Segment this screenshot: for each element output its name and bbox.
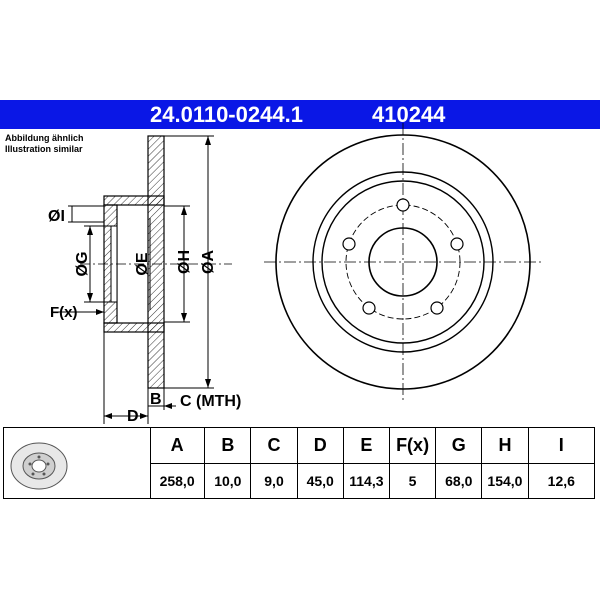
disc-front-view (264, 123, 542, 401)
bolt-hole-2 (450, 237, 464, 251)
label-b: B (150, 391, 162, 408)
bolt-hole-3 (430, 301, 444, 315)
note-line-de: Abbildung ähnlich (5, 133, 84, 143)
label-dia-e: ØE (134, 252, 151, 275)
label-dia-a: ØA (200, 250, 217, 274)
label-d: D (127, 408, 139, 425)
note-line-en: Illustration similar (5, 144, 83, 154)
hub-top-wall (103, 195, 165, 206)
header-bar: 24.0110-0244.1 410244 (0, 100, 600, 129)
label-f: F(x) (50, 304, 78, 321)
bolt-holes (342, 198, 464, 315)
illustration-note: Abbildung ähnlich Illustration similar (5, 133, 84, 155)
disc-thumbnail (4, 428, 151, 498)
label-dia-h: ØH (176, 250, 193, 274)
part-number: 24.0110-0244.1 (150, 102, 303, 127)
bolt-hole-4 (362, 301, 376, 315)
label-dia-i: ØI (48, 208, 65, 225)
hub-bottom-wall (103, 322, 165, 333)
bolt-circle (345, 204, 461, 320)
bolt-hole-1 (396, 198, 410, 212)
ref-number: 410244 (372, 102, 446, 127)
label-c: C (MTH) (180, 393, 241, 410)
label-dia-g: ØG (74, 252, 91, 277)
col-f: F(x)5 (389, 428, 437, 498)
bolt-hole-5 (342, 237, 356, 251)
